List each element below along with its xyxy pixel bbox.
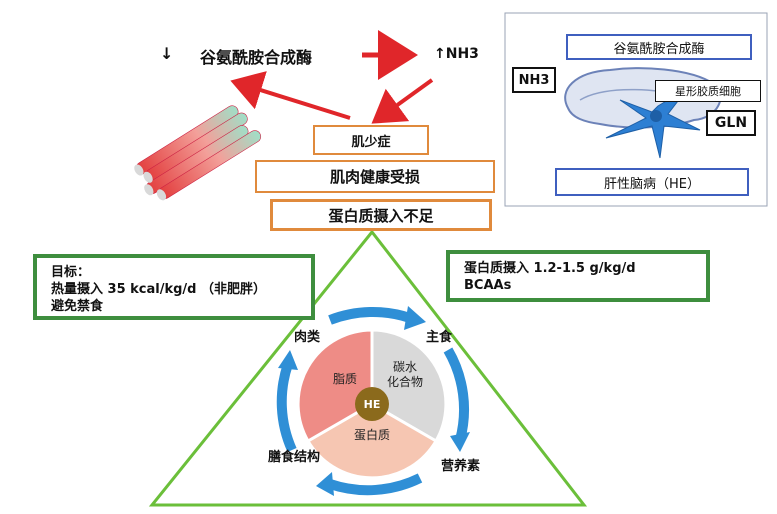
panel-nh3-box: NH3 xyxy=(512,67,556,93)
goals-line-1: 目标： xyxy=(51,265,91,280)
pie-center-circle xyxy=(355,387,389,421)
sarcopenia-label: 肌少症 xyxy=(351,134,391,150)
protein-intake-box: 蛋白质摄入 1.2-1.5 g/kg/d BCAAs xyxy=(446,250,710,302)
enzyme-label: 谷氨酰胺合成酶 xyxy=(200,48,313,67)
down-arrow-symbol: ↓ xyxy=(160,44,174,63)
protein-line-1: 蛋白质摄入 1.2-1.5 g/kg/d xyxy=(464,261,636,276)
muscle-damage-box: 肌肉健康受损 xyxy=(255,160,495,193)
cycle-label-diet-structure: 膳食结构 xyxy=(268,450,321,465)
cycle-label-staple: 主食 xyxy=(426,330,453,345)
protein-deficit-label: 蛋白质摄入不足 xyxy=(328,206,434,225)
cycle-label-nutrients: 营养素 xyxy=(441,459,481,474)
nh3-increase-label: ↑NH3 xyxy=(434,46,479,62)
he-box: 肝性脑病（HE） xyxy=(555,168,749,196)
protein-line-2: BCAAs xyxy=(464,278,512,293)
red-arrow-nh3-to-sarcopenia xyxy=(371,78,434,124)
muscle-fiber-icon xyxy=(134,105,262,201)
green-triangle xyxy=(148,229,588,507)
nutrient-pie xyxy=(296,328,448,480)
pie-slice-protein xyxy=(305,402,439,480)
gln-label: GLN xyxy=(714,115,748,131)
pie-label-protein: 蛋白质 xyxy=(353,428,390,442)
muscle-damage-label: 肌肉健康受损 xyxy=(329,168,420,186)
panel-enzyme-box: 谷氨酰胺合成酶 xyxy=(566,34,752,60)
protein-deficit-box: 蛋白质摄入不足 xyxy=(270,199,492,231)
pie-center-label: HE xyxy=(363,398,381,411)
sarcopenia-box: 肌少症 xyxy=(313,125,429,155)
cycle-arrows xyxy=(276,307,470,496)
astrocyte-label: 星形胶质细胞 xyxy=(675,85,741,98)
goals-line-3: 避免禁食 xyxy=(51,299,104,314)
pie-label-carb: 碳水 化合物 xyxy=(378,360,432,390)
pie-label-fat: 脂质 xyxy=(332,372,357,386)
red-arrow-to-enzyme xyxy=(230,71,351,120)
panel-enzyme-label: 谷氨酰胺合成酶 xyxy=(613,41,705,57)
astrocyte-box: 星形胶质细胞 xyxy=(655,80,761,102)
pie-label-carb-line2: 化合物 xyxy=(386,375,423,389)
goals-line-2: 热量摄入 35 kcal/kg/d （非肥胖） xyxy=(51,282,267,297)
cycle-label-meat: 肉类 xyxy=(294,330,321,345)
he-label: 肝性脑病（HE） xyxy=(604,176,700,192)
panel-nh3-label: NH3 xyxy=(518,72,550,88)
gln-box: GLN xyxy=(706,110,756,136)
pie-slice-fat xyxy=(296,328,374,444)
cycle-arrowheads xyxy=(278,306,470,496)
pie-label-carb-line1: 碳水 xyxy=(392,360,417,374)
goals-box: 目标： 热量摄入 35 kcal/kg/d （非肥胖） 避免禁食 xyxy=(33,254,315,320)
